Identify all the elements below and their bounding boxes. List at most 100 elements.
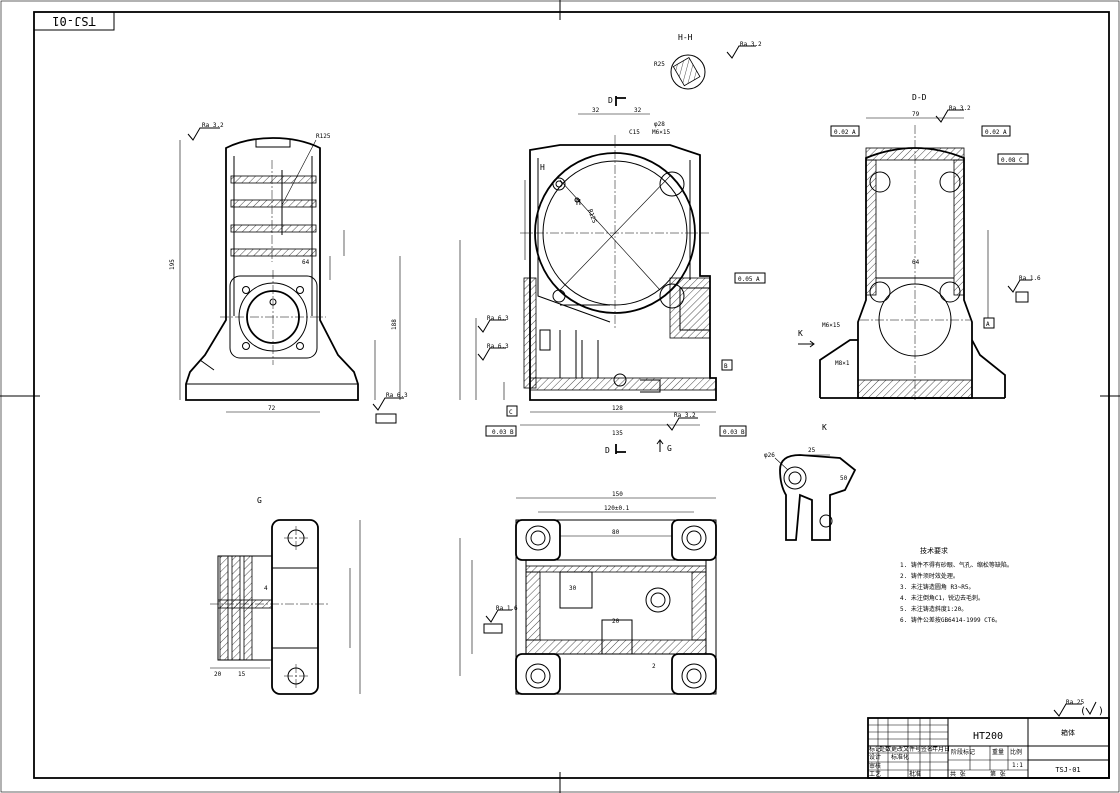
dim-64: 64 (912, 259, 920, 266)
dim-64: 64 (302, 259, 310, 266)
view-mark-g: G (667, 444, 672, 453)
tb-label: 签名 (921, 745, 933, 753)
dim-2: 2 (652, 663, 656, 670)
tolerance-frame: 0.03 B (723, 429, 745, 436)
dim-r125: R125 (316, 133, 331, 140)
section-mark-h: H (540, 163, 545, 172)
tb-label: 审核 (869, 762, 881, 770)
tb-label: 第 张 (990, 770, 1006, 778)
section-mark-h: H (576, 198, 581, 207)
datum-a: A (986, 321, 990, 328)
dim-phi26: φ26 (764, 452, 775, 459)
section-dd-label: D-D (912, 93, 927, 102)
view-g: G 20 15 4 (210, 496, 361, 695)
tb-label: 共 张 (950, 770, 966, 778)
tech-req-title: 技术要求 (920, 546, 948, 555)
roughness-mark: Ra 6.3 (487, 343, 509, 350)
dim-20: 20 (214, 671, 222, 678)
tolerance-frame: 0.02 A (985, 129, 1007, 136)
roughness-mark: Ra 1.6 (1019, 275, 1041, 282)
tech-req-item: 6. 铸件公差按GB6414-1999 CT6。 (900, 616, 1001, 624)
dim-79: 79 (912, 111, 920, 118)
roughness-paren-left: ( (1080, 706, 1086, 717)
tech-req-item: 2. 铸件须时效处理。 (900, 572, 959, 580)
tb-part-name: 箱体 (1061, 728, 1075, 737)
dim-m6x15: M6×15 (652, 129, 670, 136)
tb-drawing-no: TSJ-01 (1055, 766, 1080, 774)
title-block: 标记 处数 更改文件号 签名 年月日 设计 标准化 审核 工艺 批准 阶段标记 … (867, 717, 1110, 779)
tb-label: 更改文件号 (891, 745, 921, 753)
dim-195: 195 (169, 259, 176, 270)
tech-req-item: 5. 未注铸造斜度1:20。 (900, 605, 967, 613)
dim-r25: R25 (654, 61, 665, 68)
dim-150: 150 (612, 491, 623, 498)
dim-phi28: φ28 (654, 121, 665, 128)
roughness-mark: Ra 3.2 (740, 41, 762, 48)
tolerance-frame: 0.03 B (492, 429, 514, 436)
roughness-mark: Ra 3.2 (674, 412, 696, 419)
dim-m6x15: M6×15 (822, 322, 840, 329)
view-g-label: G (257, 496, 262, 505)
dim-188: 188 (391, 319, 398, 330)
tolerance-frame: 0.05 A (738, 276, 760, 283)
main-section-view: R125 128 135 32 32 φ28 C15 M6×15 (459, 96, 766, 455)
section-mark-d: D (605, 446, 610, 455)
dim-128: 128 (612, 405, 623, 412)
view-mark-k: K (798, 329, 803, 338)
dim-72: 72 (268, 405, 276, 412)
dim-c15: C15 (629, 129, 640, 136)
dim-80: 80 (612, 529, 620, 536)
view-k-label: K (822, 423, 827, 432)
section-hh-label: H-H (678, 33, 693, 42)
dim-r125-main: R125 (586, 208, 598, 224)
datum-c: C (509, 409, 513, 416)
roughness-mark: Ra 1.6 (496, 605, 518, 612)
dim-25: 25 (808, 447, 816, 454)
drawing-number-box: TSJ-01 (33, 11, 115, 31)
dim-135: 135 (612, 430, 623, 437)
tb-label: 设计 (869, 753, 881, 761)
general-roughness: Ra 25 ( ) (1053, 699, 1104, 717)
dim-15: 15 (238, 671, 246, 678)
tech-req-item: 1. 铸件不得有砂眼、气孔、缩松等缺陷。 (900, 561, 1013, 569)
roughness-mark: Ra 3.2 (949, 105, 971, 112)
dim-m8x1: M8×1 (835, 360, 850, 367)
datum-b: B (724, 363, 728, 370)
side-view-left: 195 72 188 64 R125 Ra 3.2 Ra 6.3 (169, 122, 408, 424)
dim-20: 20 (612, 618, 620, 625)
tb-label: 重量 (992, 748, 1004, 756)
dim-120: 120±0.1 (604, 505, 630, 512)
tb-label: 标记 (869, 745, 881, 753)
tolerance-frame: 0.02 A (834, 129, 856, 136)
section-dd-view: D-D 79 64 M6×15 M8×1 K Ra 3.2 Ra 1.6 0.0… (798, 93, 1041, 400)
dim-30: 30 (569, 585, 577, 592)
tech-req-item: 4. 未注倒角C1，锐边去毛刺。 (900, 594, 984, 602)
technical-requirements: 技术要求 1. 铸件不得有砂眼、气孔、缩松等缺陷。 2. 铸件须时效处理。 3.… (900, 546, 1013, 624)
tb-label: 工艺 (869, 770, 881, 778)
dim-4: 4 (264, 585, 268, 592)
section-hh-view: H-H Ra 3.2 R25 (654, 33, 762, 90)
dim-32: 32 (592, 107, 600, 114)
tb-scale: 1:1 (1012, 762, 1023, 769)
section-mark-d: D (608, 96, 613, 105)
drawing-number-flipped: TSJ-01 (52, 14, 95, 28)
dim-50: 50 (840, 475, 848, 482)
tb-label: 比例 (1010, 748, 1022, 756)
roughness-general: Ra 25 (1066, 699, 1084, 706)
tb-material: HT200 (973, 731, 1003, 742)
roughness-mark: Ra 6.3 (487, 315, 509, 322)
bottom-view: 150 120±0.1 80 30 20 Ra 1.6 2 (459, 491, 717, 695)
tolerance-frame: 0.08 C (1001, 157, 1023, 164)
dim-32: 32 (634, 107, 642, 114)
tb-label: 标准化 (891, 753, 909, 761)
roughness-mark: Ra 3.2 (202, 122, 224, 129)
tb-label: 年月日 (932, 745, 950, 753)
tb-label: 处数 (879, 745, 891, 753)
tech-req-item: 3. 未注铸造圆角 R3~R5。 (900, 583, 975, 591)
tb-label: 阶段标记 (951, 748, 975, 756)
tb-label: 批准 (909, 770, 921, 778)
roughness-mark: Ra 6.3 (386, 392, 408, 399)
roughness-paren-right: ) (1098, 706, 1104, 717)
